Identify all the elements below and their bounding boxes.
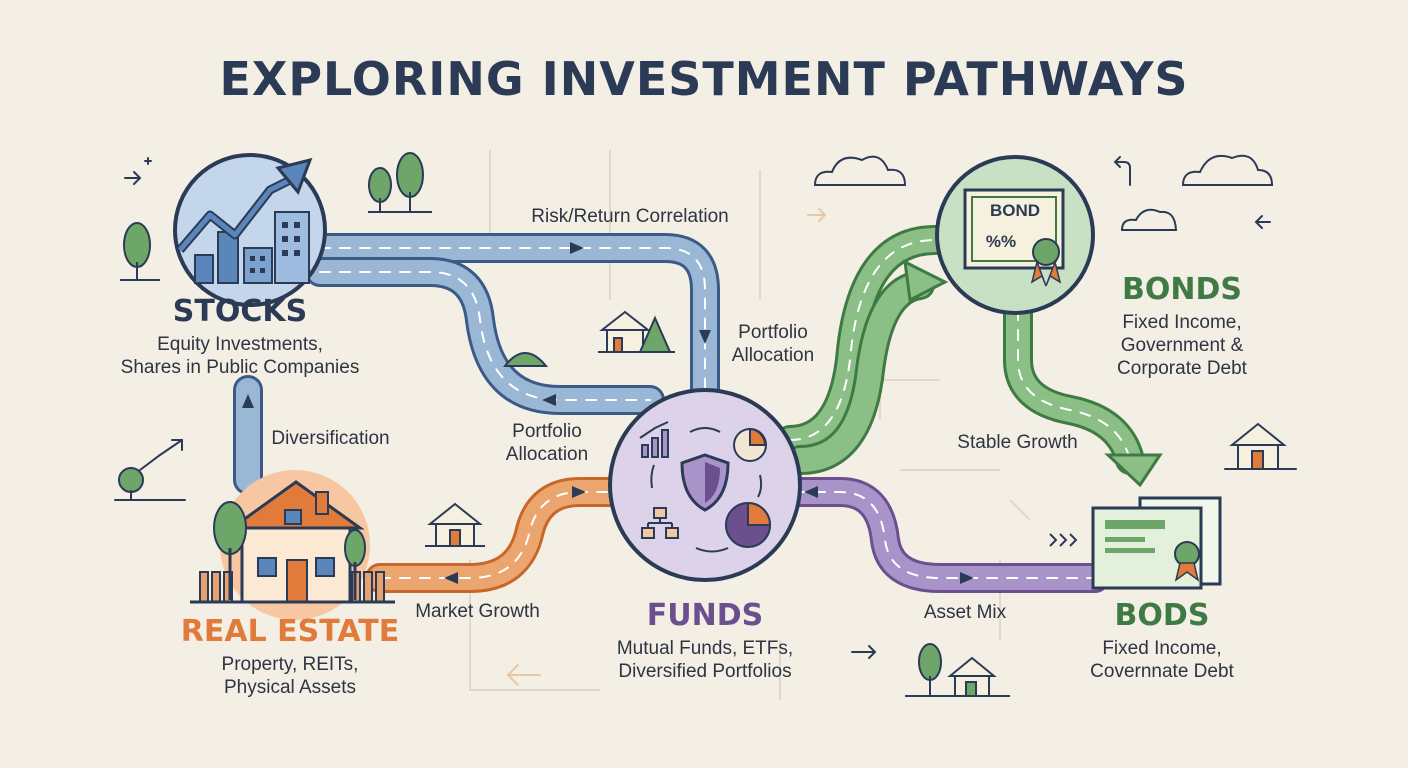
decorative-trees [120, 152, 1010, 697]
funds-icon [608, 388, 802, 582]
stocks-desc-line1: Equity Investments, [157, 334, 323, 355]
real-estate-desc-line1: Property, REITs, [221, 654, 359, 675]
bond-document-icon [1049, 496, 1222, 590]
edge-label-stable-growth: Stable Growth [957, 432, 1078, 453]
road-funds-to-bonds [775, 225, 950, 475]
stocks-heading: STOCKS [172, 294, 308, 329]
bonds-desc-line3: Corporate Debt [1117, 358, 1247, 379]
bods-desc-line1: Fixed Income, [1102, 638, 1222, 659]
funds-desc-line1: Mutual Funds, ETFs, [616, 638, 794, 659]
road-stable-growth [1003, 295, 1145, 475]
edge-label-portfolio-allocation-left-1: Portfolio [512, 421, 582, 442]
funds-heading: FUNDS [646, 598, 764, 633]
stocks-desc-line2: Shares in Public Companies [120, 357, 360, 378]
real-estate-desc-line2: Physical Assets [224, 677, 356, 698]
small-tree-icon [118, 467, 144, 493]
bonds-desc-line2: Government & [1120, 335, 1244, 356]
bond-badge-label: BOND [989, 201, 1041, 220]
decorative-clouds [813, 154, 1274, 231]
edge-label-portfolio-allocation-right-1: Portfolio [738, 322, 808, 343]
decorative-houses [425, 310, 1296, 697]
edge-label-portfolio-allocation-right-2: Allocation [731, 345, 815, 366]
real-estate-icon [190, 470, 395, 620]
funds-desc-line2: Diversified Portfolios [618, 661, 792, 682]
bods-heading: BODS [1114, 598, 1210, 633]
bond-percent-label: %% [985, 232, 1017, 251]
real-estate-heading: REAL ESTATE [180, 614, 400, 649]
edge-label-market-growth: Market Growth [415, 601, 540, 622]
bods-desc-line2: Covernnate Debt [1090, 661, 1234, 682]
page-title: EXPLORING INVESTMENT PATHWAYS [219, 52, 1189, 106]
bonds-heading: BONDS [1122, 272, 1242, 307]
stocks-icon [173, 153, 327, 307]
direction-arrows [242, 242, 974, 584]
edge-label-risk-return: Risk/Return Correlation [531, 206, 729, 227]
bonds-desc-line1: Fixed Income, [1122, 312, 1242, 333]
road-portfolio-allocation-left [305, 257, 665, 415]
green-arrowhead-icon [903, 259, 949, 303]
decorative-arrows [114, 156, 1297, 659]
road-market-growth [365, 477, 630, 593]
road-risk-return [305, 233, 720, 415]
green-down-arrowhead-icon [1104, 453, 1163, 488]
bond-certificate-icon [935, 155, 1095, 315]
edge-label-diversification: Diversification [271, 428, 390, 449]
edge-label-asset-mix: Asset Mix [923, 602, 1007, 623]
road-asset-mix [780, 477, 1110, 593]
edge-label-portfolio-allocation-left-2: Allocation [505, 444, 589, 465]
faint-arrows [506, 208, 827, 686]
